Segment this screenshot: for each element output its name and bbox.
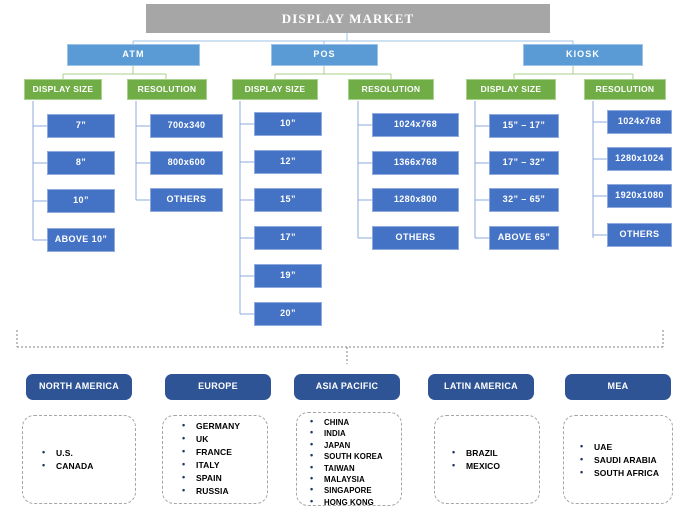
country-item: SINGAPORE <box>308 484 383 496</box>
leaf-kiosk-display-size-1[interactable]: 15” – 17” <box>489 114 559 138</box>
leaf-atm-display-size-1[interactable]: 7” <box>47 114 115 138</box>
leaf-pos-resolution-2[interactable]: 1366x768 <box>372 151 459 175</box>
country-item: TAIWAN <box>308 462 383 474</box>
leaf-pos-resolution-1[interactable]: 1024x768 <box>372 113 459 137</box>
country-item: U.S. <box>40 446 93 460</box>
region-header-europe[interactable]: EUROPE <box>165 374 271 400</box>
leaf-kiosk-resolution-1[interactable]: 1024x768 <box>607 110 672 134</box>
leaf-kiosk-resolution-3[interactable]: 1920x1080 <box>607 184 672 208</box>
leaf-pos-display-size-2[interactable]: 12” <box>254 150 322 174</box>
leaf-kiosk-display-size-3[interactable]: 32” – 65” <box>489 188 559 212</box>
leaf-atm-display-size-3[interactable]: 10” <box>47 189 115 213</box>
country-item: MALAYSIA <box>308 473 383 485</box>
leaf-pos-resolution-4[interactable]: OTHERS <box>372 226 459 250</box>
region-header-asia-pacific[interactable]: ASIA PACIFIC <box>294 374 400 400</box>
country-item: INDIA <box>308 427 383 439</box>
group-header-kiosk-resolution[interactable]: RESOLUTION <box>584 79 666 100</box>
country-item: CANADA <box>40 459 93 473</box>
leaf-atm-display-size-4[interactable]: ABOVE 10” <box>47 228 115 252</box>
country-item: FRANCE <box>180 445 240 459</box>
region-header-north-america[interactable]: NORTH AMERICA <box>26 374 132 400</box>
leaf-pos-display-size-4[interactable]: 17” <box>254 226 322 250</box>
region-list-north-america: U.S.CANADA <box>40 446 93 473</box>
diagram-title: DISPLAY MARKET <box>146 4 550 33</box>
country-item: SOUTH AFRICA <box>578 466 659 480</box>
leaf-atm-display-size-2[interactable]: 8” <box>47 151 115 175</box>
leaf-kiosk-resolution-4[interactable]: OTHERS <box>607 223 672 247</box>
leaf-atm-resolution-3[interactable]: OTHERS <box>150 188 223 212</box>
country-item: SAUDI ARABIA <box>578 453 659 467</box>
leaf-pos-display-size-1[interactable]: 10” <box>254 112 322 136</box>
country-item: GERMANY <box>180 419 240 433</box>
region-header-mea[interactable]: MEA <box>565 374 671 400</box>
region-list-asia-pacific: CHINAINDIAJAPANSOUTH KOREATAIWANMALAYSIA… <box>308 416 383 508</box>
leaf-pos-display-size-5[interactable]: 19” <box>254 264 322 288</box>
region-list-latin-america: BRAZILMEXICO <box>450 446 500 473</box>
group-header-atm-display-size[interactable]: DISPLAY SIZE <box>24 79 102 100</box>
group-header-kiosk-display-size[interactable]: DISPLAY SIZE <box>466 79 556 100</box>
country-item: CHINA <box>308 416 383 428</box>
region-header-latin-america[interactable]: LATIN AMERICA <box>428 374 534 400</box>
leaf-kiosk-display-size-2[interactable]: 17” – 32” <box>489 151 559 175</box>
leaf-atm-resolution-2[interactable]: 800x600 <box>150 151 223 175</box>
leaf-kiosk-resolution-2[interactable]: 1280x1024 <box>607 147 672 171</box>
region-list-europe: GERMANYUKFRANCEITALYSPAINRUSSIA <box>180 419 240 498</box>
country-item: MEXICO <box>450 459 500 473</box>
segment-pos[interactable]: POS <box>271 44 378 66</box>
country-item: BRAZIL <box>450 446 500 460</box>
leaf-pos-display-size-3[interactable]: 15” <box>254 188 322 212</box>
country-item: JAPAN <box>308 439 383 451</box>
leaf-kiosk-display-size-4[interactable]: ABOVE 65” <box>489 226 559 250</box>
country-item: UK <box>180 432 240 446</box>
segment-kiosk[interactable]: KIOSK <box>523 44 643 66</box>
leaf-pos-resolution-3[interactable]: 1280x800 <box>372 188 459 212</box>
group-header-atm-resolution[interactable]: RESOLUTION <box>127 79 207 100</box>
country-item: RUSSIA <box>180 484 240 498</box>
region-list-mea: UAESAUDI ARABIASOUTH AFRICA <box>578 440 659 480</box>
segment-atm[interactable]: ATM <box>67 44 200 66</box>
leaf-atm-resolution-1[interactable]: 700x340 <box>150 114 223 138</box>
country-item: HONG KONG <box>308 496 383 508</box>
country-item: SOUTH KOREA <box>308 450 383 462</box>
country-item: ITALY <box>180 458 240 472</box>
country-item: SPAIN <box>180 471 240 485</box>
leaf-pos-display-size-6[interactable]: 20” <box>254 302 322 326</box>
group-header-pos-display-size[interactable]: DISPLAY SIZE <box>232 79 318 100</box>
country-item: UAE <box>578 440 659 454</box>
group-header-pos-resolution[interactable]: RESOLUTION <box>348 79 434 100</box>
